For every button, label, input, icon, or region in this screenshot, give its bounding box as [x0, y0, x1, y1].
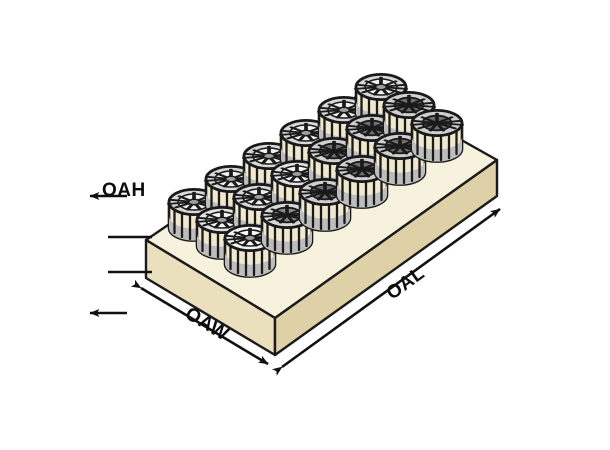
dimension-oaw — [130, 279, 269, 366]
oaw-dimension-line — [130, 279, 269, 366]
collet — [222, 223, 278, 278]
collet — [409, 108, 465, 163]
oal-dimension-line — [272, 207, 501, 376]
collet — [372, 131, 428, 186]
dimension-oah — [89, 192, 152, 317]
oah-label: OAH — [102, 180, 146, 201]
dimension-oal — [272, 207, 501, 376]
collet-group — [166, 72, 465, 278]
